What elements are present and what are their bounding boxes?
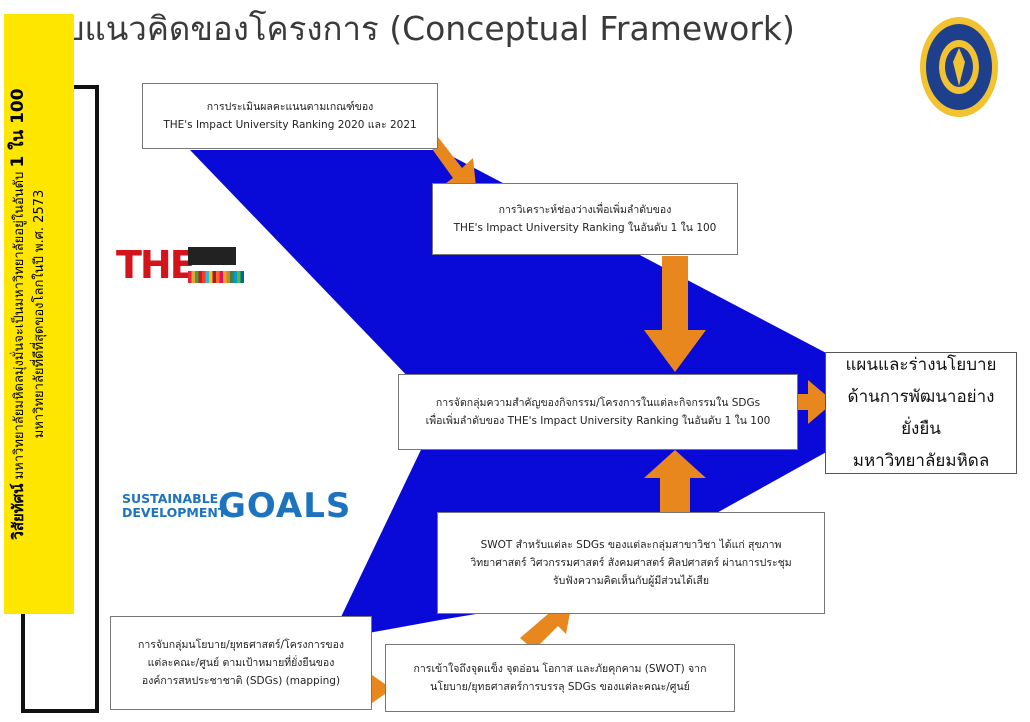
box-prioritization: การจัดกลุ่มความสำคัญของกิจกรรม/โครงการใน… <box>398 374 798 450</box>
box-mapping-text: การจับกลุ่มนโยบาย/ยุทธศาสตร์/โครงการของ … <box>137 639 345 687</box>
arrow-prioritize-to-result <box>798 380 834 424</box>
vision-rank: 1 ใน 100 <box>8 88 28 168</box>
vision-line-1: มหาวิทยาลัยมหิดลมุ่งมั่นจะเป็นมหาวิทยาลั… <box>12 171 27 480</box>
sdg-logo-line-1: SUSTAINABLE <box>122 491 219 506</box>
vision-line-2: มหาวิทยาลัยที่ดีที่สุดของโลกในปี พ.ศ. 25… <box>32 189 47 439</box>
box-understanding-text: การเข้าใจถึงจุดแข็ง จุดอ่อน โอกาส และภัย… <box>413 663 707 693</box>
box-assessment: การประเมินผลคะแนนตามเกณฑ์ของ THE's Impac… <box>142 83 438 149</box>
box-swot-text: SWOT สำหรับแต่ละ SDGs ของแต่ละกลุ่มสาขาว… <box>470 539 792 587</box>
arrow-swot-to-prioritize <box>644 450 706 512</box>
arrow-gap-to-prioritize <box>644 256 706 372</box>
box-mapping: การจับกลุ่มนโยบาย/ยุทธศาสตร์/โครงการของ … <box>110 616 372 710</box>
box-assessment-text: การประเมินผลคะแนนตามเกณฑ์ของ THE's Impac… <box>163 101 417 131</box>
box-result-policy-text: แผนและร่างนโยบาย ด้านการพัฒนาอย่างยั่งยื… <box>845 355 997 471</box>
sustainable-development-goals-logo: SUSTAINABLE DEVELOPMENT GOALS <box>122 486 350 530</box>
sdg-logo-goals: GOALS <box>218 486 352 526</box>
sdg-logo-line-2: DEVELOPMENT <box>122 505 227 520</box>
box-prioritization-text: การจัดกลุ่มความสำคัญของกิจกรรม/โครงการใน… <box>425 397 771 427</box>
mahidol-seal-logo <box>920 17 998 117</box>
box-swot: SWOT สำหรับแต่ละ SDGs ของแต่ละกลุ่มสาขาว… <box>437 512 825 614</box>
vision-prefix: วิสัยทัศน์ <box>9 483 27 540</box>
box-gap-analysis-text: การวิเคราะห์ช่องว่างเพื่อเพิ่มลำดับของ T… <box>453 204 717 234</box>
the-impact-rankings-logo: THE <box>116 243 246 287</box>
arrow-understand-to-swot <box>520 602 572 650</box>
box-result-policy: แผนและร่างนโยบาย ด้านการพัฒนาอย่างยั่งยื… <box>825 352 1017 474</box>
arrow-assess-to-gap <box>425 137 477 196</box>
vision-statement: วิสัยทัศน์ มหาวิทยาลัยมหิดลมุ่งมั่นจะเป็… <box>4 14 74 614</box>
page-title: กรอบแนวคิดของโครงการ (Conceptual Framewo… <box>6 9 795 48</box>
the-logo-text: THE <box>116 243 196 287</box>
box-gap-analysis: การวิเคราะห์ช่องว่างเพื่อเพิ่มลำดับของ T… <box>432 183 738 255</box>
sdg-color-strip-icon <box>188 247 244 283</box>
box-understanding: การเข้าใจถึงจุดแข็ง จุดอ่อน โอกาส และภัย… <box>385 644 735 712</box>
